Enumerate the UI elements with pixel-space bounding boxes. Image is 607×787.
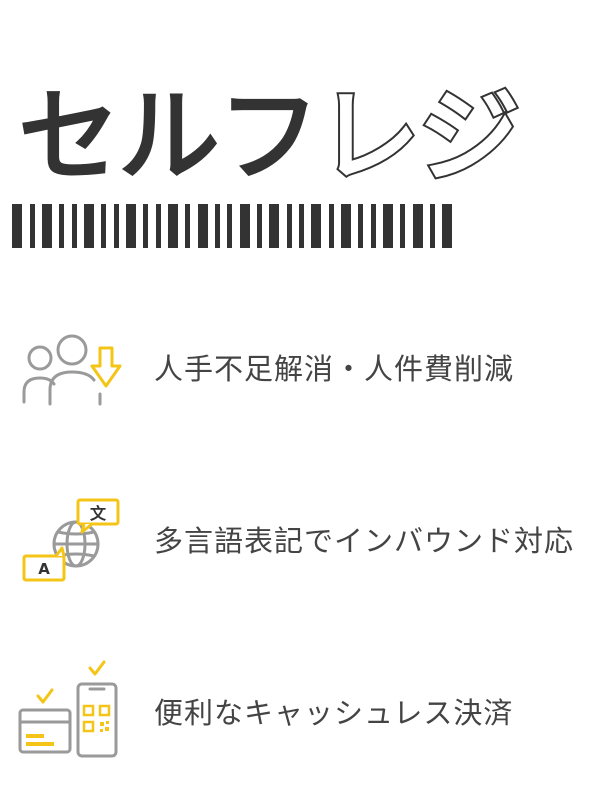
- page-title: セルフレジ: [18, 76, 522, 199]
- barcode-bar: [299, 204, 304, 248]
- barcode-bar: [143, 204, 148, 248]
- barcode-bar: [215, 204, 220, 248]
- barcode-graphic: [12, 204, 452, 248]
- bubble-kanji-text: 文: [90, 504, 107, 523]
- barcode-bar: [413, 204, 423, 248]
- barcode-bar: [59, 204, 64, 248]
- barcode-bar: [101, 204, 106, 248]
- barcode-bar: [168, 204, 178, 248]
- barcode-bar: [12, 204, 22, 248]
- barcode-bar: [42, 204, 52, 248]
- title-outline-part: レジ: [316, 76, 522, 199]
- barcode-bar: [358, 204, 363, 248]
- staff-reduction-icon: [22, 334, 122, 406]
- barcode-bar: [126, 204, 136, 248]
- barcode-bar: [383, 204, 393, 248]
- barcode-bar: [84, 204, 94, 248]
- feature-label: 便利なキャッシュレス決済: [154, 696, 514, 730]
- feature-label: 人手不足解消・人件費削減: [154, 352, 515, 386]
- feature-item-cashless: 便利なキャッシュレス決済: [0, 658, 607, 768]
- barcode-bar: [311, 204, 321, 248]
- barcode-bar: [156, 204, 161, 248]
- barcode-bar: [227, 204, 232, 248]
- feature-item-labor-cost: 人手不足解消・人件費削減: [0, 314, 607, 424]
- barcode-bar: [442, 204, 452, 248]
- barcode-bar: [400, 204, 405, 248]
- barcode-bar: [30, 204, 35, 248]
- barcode-bar: [287, 204, 292, 248]
- barcode-bar: [430, 204, 435, 248]
- barcode-bar: [257, 204, 262, 248]
- cashless-payment-icon: [18, 660, 118, 758]
- title-solid-part: セルフ: [18, 78, 320, 197]
- bubble-latin-text: A: [38, 560, 50, 578]
- barcode-bar: [371, 204, 376, 248]
- barcode-bar: [114, 204, 119, 248]
- barcode-bar: [329, 204, 334, 248]
- multilingual-globe-icon: 文 A: [22, 498, 120, 582]
- barcode-bar: [269, 204, 279, 248]
- barcode-bar: [341, 204, 351, 248]
- barcode-bar: [198, 204, 208, 248]
- barcode-bar: [72, 204, 77, 248]
- feature-label: 多言語表記でインバウンド対応: [154, 524, 575, 558]
- feature-item-inbound: 文 A 多言語表記でインバウンド対応: [0, 486, 607, 596]
- barcode-bar: [185, 204, 190, 248]
- barcode-bar: [240, 204, 250, 248]
